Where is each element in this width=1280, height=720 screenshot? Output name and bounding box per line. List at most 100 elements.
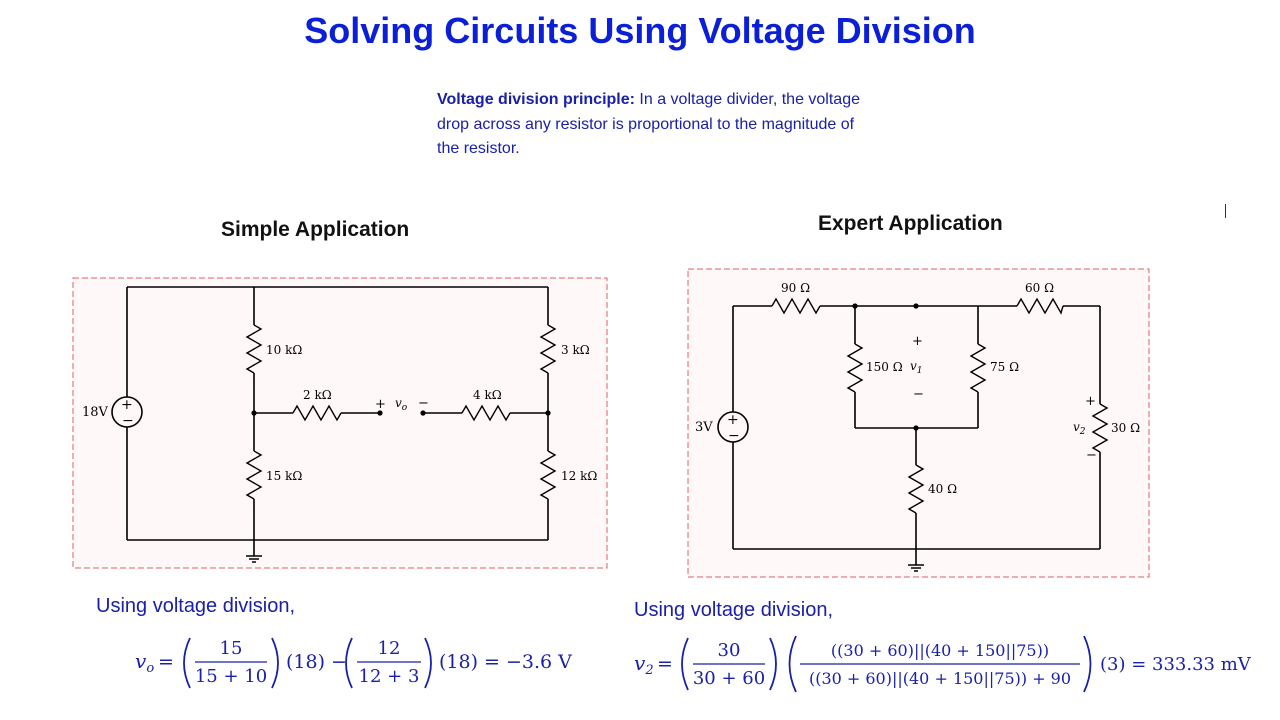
expert-v1-plus: + (912, 334, 923, 349)
expert-ground-icon (908, 549, 924, 572)
simple-equation: vo = 15 15 + 10 (18) − 12 12 + 3 (18) = … (135, 637, 572, 689)
simple-label-4k: 4 kΩ (473, 388, 502, 402)
simple-eq-paren-r1 (271, 637, 279, 689)
expert-label-75: 75 Ω (990, 360, 1019, 374)
expert-v2-var: v (1073, 420, 1080, 434)
simple-terminal-minus (420, 410, 426, 416)
expert-eq-n2: ((30 + 60)||(40 + 150||75)) (831, 641, 1049, 660)
expert-eq-d2: ((30 + 60)||(40 + 150||75)) + 90 (809, 669, 1071, 688)
expert-node-a (852, 303, 858, 309)
simple-vo-sub: o (402, 403, 408, 413)
expert-eq-paren-l2 (788, 635, 797, 693)
simple-eq-m1: (18) − (286, 651, 347, 673)
simple-source-label: 18V (82, 405, 109, 420)
simple-label-2k: 2 kΩ (303, 388, 332, 402)
simple-eq-sub: o (146, 661, 154, 676)
simple-eq-paren-l1 (183, 637, 191, 689)
expert-eq-paren-l1 (681, 637, 689, 691)
simple-resistor-4k (461, 404, 511, 422)
expert-node-c (913, 425, 919, 431)
simple-eq-var: v (135, 649, 147, 673)
expert-resistor-60 (1016, 297, 1064, 315)
expert-eq-n1: 30 (718, 640, 741, 661)
expert-resistor-40 (907, 464, 925, 514)
expert-eq-sub: 2 (644, 663, 653, 678)
simple-eq-equals: = (158, 651, 174, 673)
expert-v2-label: v2 (1073, 420, 1086, 437)
simple-circuit-box (72, 277, 608, 569)
simple-source-plus: + (121, 397, 133, 413)
expert-v1-label: v1 (910, 359, 923, 376)
simple-source-minus: − (122, 413, 134, 429)
simple-eq-n2: 12 (378, 638, 401, 659)
expert-label-90: 90 Ω (781, 281, 810, 295)
expert-resistor-30 (1091, 403, 1109, 453)
principle-body: In a voltage divider, the voltage drop a… (437, 91, 860, 157)
simple-resistor-10k (245, 324, 263, 374)
expert-v2-plus: + (1085, 394, 1096, 409)
simple-eq-lhs: vo (135, 649, 154, 676)
text-cursor (1225, 204, 1226, 218)
expert-v1-minus: − (913, 387, 924, 402)
simple-eq-n1: 15 (220, 638, 243, 659)
expert-equation: v2 = 30 30 + 60 ((30 + 60)||(40 + 150||7… (634, 635, 1252, 693)
expert-label-40: 40 Ω (928, 482, 957, 496)
expert-eq-lhs: v2 (634, 651, 654, 678)
simple-eq-d2: 12 + 3 (359, 666, 420, 687)
simple-vo-var: v (395, 396, 402, 410)
expert-source-plus: + (727, 412, 739, 428)
expert-source-minus: − (728, 428, 740, 444)
simple-eq-d1: 15 + 10 (195, 666, 267, 687)
expert-resistor-90 (771, 297, 821, 315)
simple-resistor-15k (245, 450, 263, 500)
expert-v1-var: v (910, 359, 917, 373)
simple-node-left (251, 410, 257, 416)
simple-vo-label: vo (395, 396, 408, 413)
expert-eq-var: v (634, 651, 646, 675)
expert-label-60: 60 Ω (1025, 281, 1054, 295)
simple-ground-icon (246, 540, 262, 563)
expert-eq-paren-r2 (1083, 635, 1092, 693)
expert-parallel-wire (854, 306, 979, 429)
simple-eq-m2: (18) = −3.6 V (439, 651, 572, 673)
expert-v1-sub: 1 (917, 366, 923, 376)
expert-label-150: 150 Ω (866, 360, 903, 374)
simple-voltage-source (111, 396, 143, 428)
principle-text: Voltage division principle: In a voltage… (437, 88, 867, 162)
simple-circuit: + − 18V 10 kΩ 15 kΩ 2 kΩ 4 kΩ 3 kΩ 12 kΩ… (72, 277, 608, 569)
expert-v2-sub: 2 (1079, 427, 1086, 437)
expert-heading: Expert Application (818, 212, 1003, 235)
expert-circuit: + − 3V 90 Ω 60 Ω 150 Ω 75 Ω 40 Ω 30 Ω + … (687, 268, 1150, 578)
expert-node-b (913, 303, 919, 309)
simple-eq-paren-r2 (424, 637, 432, 689)
expert-source-label: 3V (695, 420, 713, 435)
expert-eq-equals: = (657, 653, 673, 675)
expert-eq-d1: 30 + 60 (693, 668, 765, 689)
principle-label: Voltage division principle: (437, 91, 635, 108)
expert-v2-minus: − (1086, 448, 1097, 463)
expert-voltage-source (717, 411, 749, 443)
expert-resistor-150 (846, 343, 864, 393)
simple-label-10k: 10 kΩ (266, 343, 302, 357)
page-title: Solving Circuits Using Voltage Division (304, 10, 976, 51)
simple-eq-paren-l2 (345, 637, 353, 689)
simple-resistor-2k (292, 404, 342, 422)
expert-eq-tail: (3) = 333.33 mV (1100, 654, 1252, 675)
expert-resistor-75 (969, 343, 987, 393)
simple-label-15k: 15 kΩ (266, 469, 302, 483)
expert-eq-paren-r1 (769, 637, 777, 691)
simple-vo-minus: − (418, 396, 429, 411)
simple-resistor-3k (539, 324, 557, 374)
simple-label-3k: 3 kΩ (561, 343, 590, 357)
simple-terminal-plus (377, 410, 383, 416)
simple-node-right (545, 410, 551, 416)
simple-heading: Simple Application (221, 218, 410, 241)
simple-using-text: Using voltage division, (96, 595, 295, 617)
expert-circuit-box (687, 268, 1150, 578)
simple-label-12k: 12 kΩ (561, 469, 597, 483)
expert-label-30: 30 Ω (1111, 421, 1140, 435)
simple-vo-plus: + (375, 397, 386, 412)
expert-using-text: Using voltage division, (634, 599, 833, 621)
simple-resistor-12k (539, 450, 557, 500)
